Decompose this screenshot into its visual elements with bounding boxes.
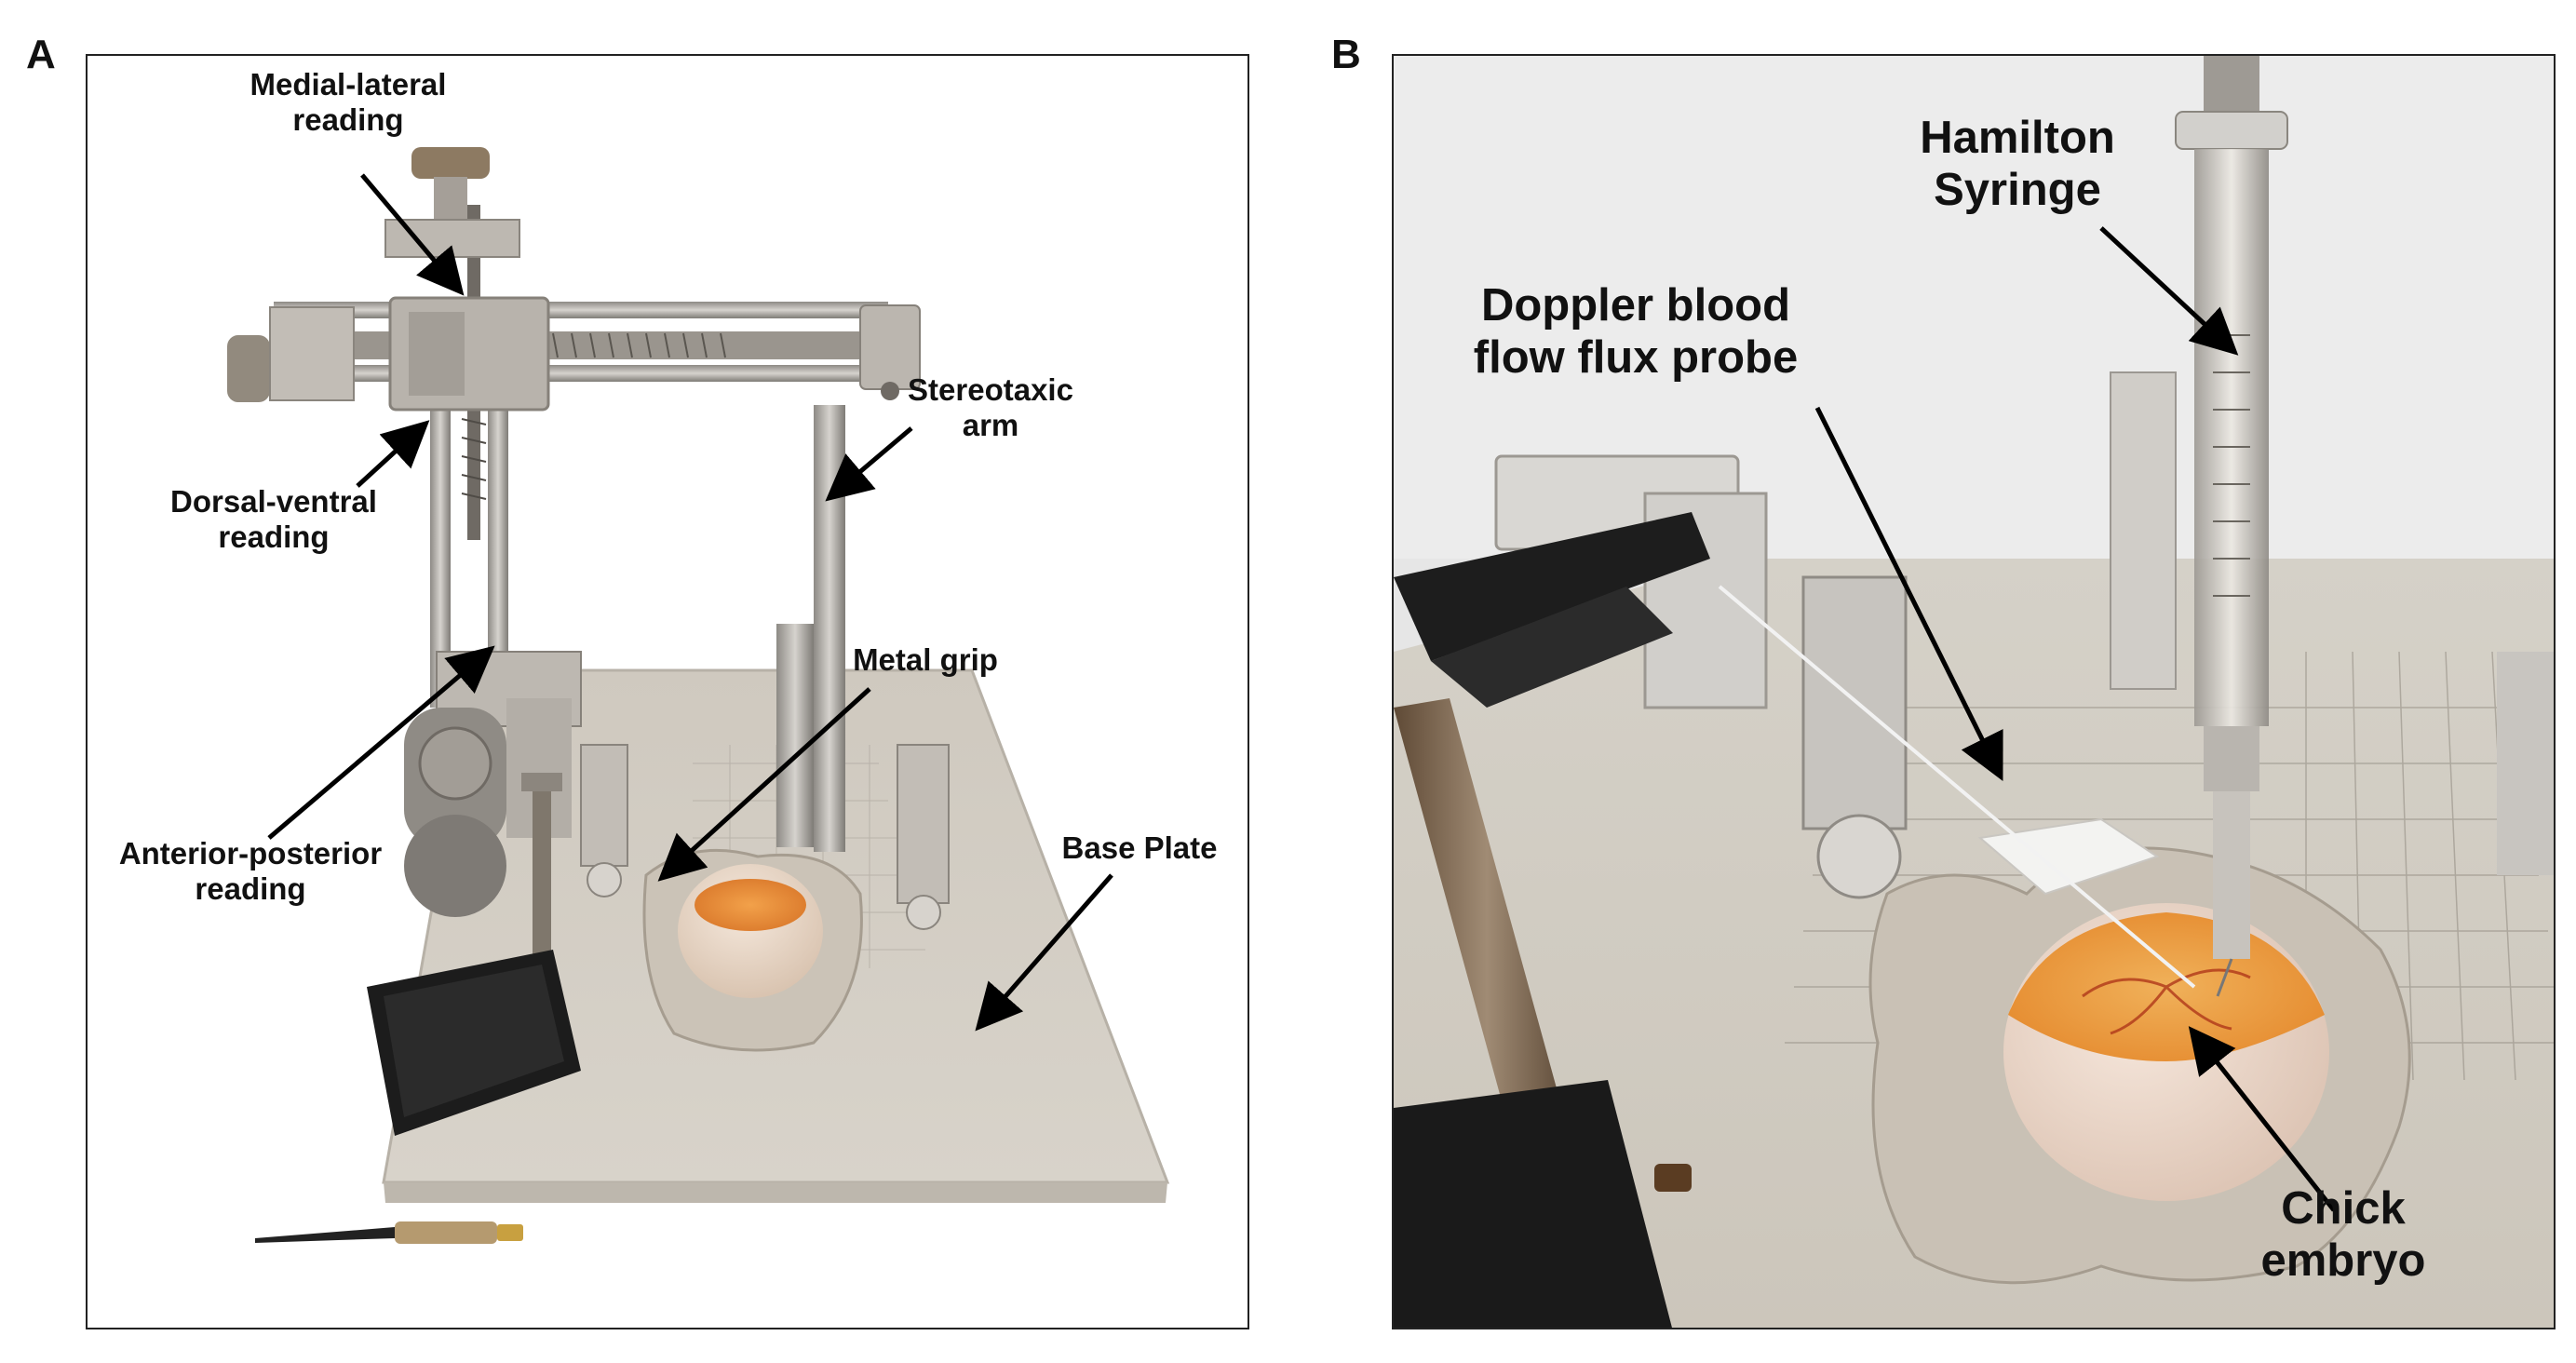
label-medial-lateral: Medial-lateral reading bbox=[250, 67, 447, 137]
stereotaxic-apparatus-photo bbox=[227, 147, 1170, 1244]
panel-a-photo: Medial-lateral reading Stereotaxic arm D… bbox=[86, 54, 1249, 1329]
label-base-plate: Base Plate bbox=[1061, 830, 1218, 865]
label-chick-embryo: Chick embryo bbox=[2260, 1183, 2426, 1287]
label-doppler-probe: Doppler blood flow flux probe bbox=[1473, 280, 1799, 384]
panel-b-photo: Hamilton Syringe Doppler blood flow flux… bbox=[1392, 54, 2556, 1329]
panel-b-letter: B bbox=[1331, 32, 1361, 77]
label-anterior-posterior: Anterior-posterior reading bbox=[118, 836, 383, 906]
label-hamilton-syringe: Hamilton Syringe bbox=[1920, 113, 2115, 216]
label-dorsal-ventral: Dorsal-ventral reading bbox=[170, 484, 377, 554]
label-stereotaxic-arm: Stereotaxic arm bbox=[908, 372, 1073, 442]
injection-setup-closeup-photo bbox=[1394, 56, 2554, 1328]
panel-a-letter: A bbox=[26, 32, 56, 77]
label-metal-grip: Metal grip bbox=[853, 642, 998, 677]
